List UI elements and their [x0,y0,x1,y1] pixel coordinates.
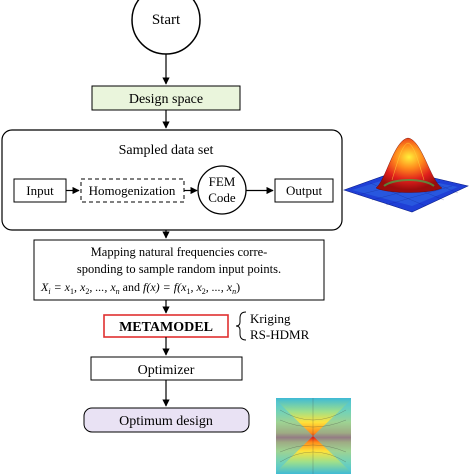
homogenization-box: Homogenization [80,178,185,203]
optimizer-label: Optimizer [138,363,195,378]
mapping-line-2: sponding to sample random input points. [77,262,281,276]
optimum-design-box: Optimum design [83,407,250,433]
input-label: Input [26,183,54,198]
fem-code-node: FEM Code [197,165,247,215]
mapping-line-1: Mapping natural frequencies corre- [91,245,268,259]
output-label: Output [286,183,323,198]
code-label: Code [208,190,236,205]
rs-hdmr-label: RS-HDMR [250,327,310,342]
optimizer-box: Optimizer [90,356,243,381]
mapping-box: Mapping natural frequencies corre- spond… [33,239,325,301]
output-box: Output [274,178,334,203]
kriging-label: Kriging [250,311,291,326]
metamodel-label: METAMODEL [119,320,213,335]
brace [235,311,247,341]
design-space-label: Design space [129,92,203,107]
input-box: Input [13,178,67,203]
sampled-data-set-title: Sampled data set [119,143,214,158]
contour-map-image [276,398,351,474]
start-label: Start [152,12,181,28]
design-space-box: Design space [91,85,241,111]
homogenization-label: Homogenization [89,183,176,198]
start-node: Start [131,0,201,55]
metamodel-box: METAMODEL [103,314,229,338]
mapping-formula: Xi = x1, x2, ..., xn and f(x) = f(x1, x2… [40,280,240,296]
optimum-design-label: Optimum design [119,414,213,429]
fem-label: FEM [209,174,236,189]
surface-plot-image [343,137,469,213]
